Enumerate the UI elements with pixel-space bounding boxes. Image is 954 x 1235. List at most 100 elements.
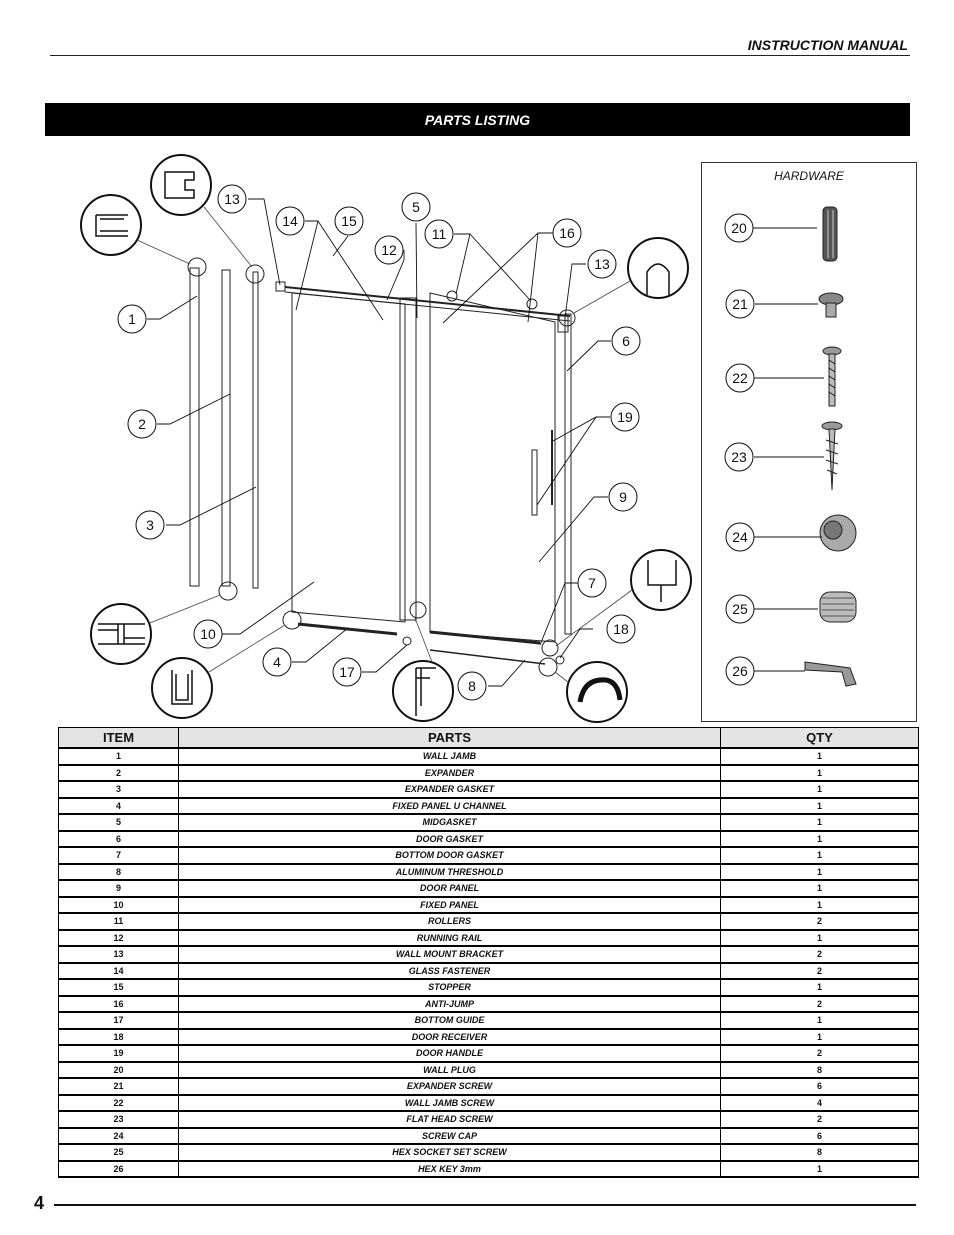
part-cell: FLAT HEAD SCREW (178, 1111, 721, 1129)
part-cell: WALL MOUNT BRACKET (178, 946, 721, 964)
item-cell: 10 (58, 896, 179, 914)
footer-rule (54, 1204, 916, 1206)
aluminum-threshold-part (429, 649, 546, 665)
bottom-guide-part (402, 636, 412, 646)
callout-2: 2 (138, 416, 146, 432)
item-cell: 18 (58, 1028, 179, 1046)
detail-midgasket (392, 660, 454, 722)
part-cell: HEX SOCKET SET SCREW (178, 1144, 721, 1162)
part-cell: DOOR RECEIVER (178, 1028, 721, 1046)
qty-cell: 1 (720, 830, 919, 848)
item-cell: 2 (58, 764, 179, 782)
item-cell: 4 (58, 797, 179, 815)
door-panel-part (429, 292, 556, 643)
qty-cell: 2 (720, 1111, 919, 1129)
item-cell: 13 (58, 946, 179, 964)
item-cell: 5 (58, 814, 179, 832)
qty-cell: 1 (720, 880, 919, 898)
detail-door-gasket (627, 237, 689, 299)
part-cell: BOTTOM DOOR GASKET (178, 847, 721, 865)
callout-14: 14 (282, 213, 298, 229)
callout-8: 8 (468, 678, 476, 694)
midgasket-part (399, 297, 417, 621)
callout-bubbles (117, 184, 755, 701)
item-cell: 9 (58, 880, 179, 898)
qty-cell: 1 (720, 748, 919, 766)
callout-6: 6 (622, 333, 630, 349)
wall-jamb-part (189, 267, 200, 587)
parts-column-header: PARTS (178, 727, 721, 749)
item-cell: 8 (58, 863, 179, 881)
callout-numbers: 1 2 3 4 5 6 7 8 9 10 11 12 13 13 14 15 1… (128, 191, 748, 694)
callout-3: 3 (146, 517, 154, 533)
part-cell: HEX KEY 3mm (178, 1160, 721, 1178)
roller-part-2 (526, 298, 538, 310)
qty-cell: 1 (720, 764, 919, 782)
hardware-panel: HARDWARE (701, 162, 917, 722)
hardware-title: HARDWARE (774, 169, 844, 183)
item-cell: 22 (58, 1094, 179, 1112)
item-cell: 26 (58, 1160, 179, 1178)
part-cell: DOOR GASKET (178, 830, 721, 848)
part-cell: FIXED PANEL U CHANNEL (178, 797, 721, 815)
part-cell: EXPANDER (178, 764, 721, 782)
part-cell: FIXED PANEL (178, 896, 721, 914)
qty-cell: 1 (720, 797, 919, 815)
part-cell: GLASS FASTENER (178, 962, 721, 980)
item-cell: 20 (58, 1061, 179, 1079)
item-cell: 19 (58, 1045, 179, 1063)
bracket-detail-marker (558, 309, 576, 327)
part-cell: ALUMINUM THRESHOLD (178, 863, 721, 881)
qty-cell: 2 (720, 1045, 919, 1063)
threshold-detail-marker (538, 657, 558, 677)
expander-profile (98, 623, 145, 645)
qty-cell: 1 (720, 1012, 919, 1030)
parts-listing-banner: PARTS LISTING (45, 103, 910, 136)
callout-7: 7 (588, 575, 596, 591)
part-cell: STOPPER (178, 979, 721, 997)
manual-title: INSTRUCTION MANUAL (747, 37, 908, 53)
part-cell: RUNNING RAIL (178, 929, 721, 947)
item-cell: 11 (58, 913, 179, 931)
part-cell: ROLLERS (178, 913, 721, 931)
wall-mount-bracket-part (275, 281, 286, 292)
part-cell: WALL JAMB SCREW (178, 1094, 721, 1112)
item-cell: 24 (58, 1127, 179, 1145)
callout-9: 9 (619, 489, 627, 505)
qty-column-header: QTY (720, 727, 919, 749)
door-gasket-part (564, 313, 572, 635)
callout-19: 19 (617, 409, 633, 425)
detail-expander (90, 603, 152, 665)
callout-10: 10 (200, 626, 216, 642)
channel-detail-marker (282, 610, 302, 630)
qty-cell: 8 (720, 1144, 919, 1162)
door-receiver-part (555, 655, 565, 665)
callout-17: 17 (339, 664, 355, 680)
qty-cell: 1 (720, 814, 919, 832)
part-cell: BOTTOM GUIDE (178, 1012, 721, 1030)
qty-cell: 8 (720, 1061, 919, 1079)
part-cell: DOOR HANDLE (178, 1045, 721, 1063)
detail-bracket (150, 154, 212, 216)
qty-cell: 1 (720, 863, 919, 881)
item-cell: 25 (58, 1144, 179, 1162)
item-cell: 16 (58, 995, 179, 1013)
item-column-header: ITEM (58, 727, 179, 749)
qty-cell: 1 (720, 1028, 919, 1046)
detail-circles (80, 154, 692, 723)
